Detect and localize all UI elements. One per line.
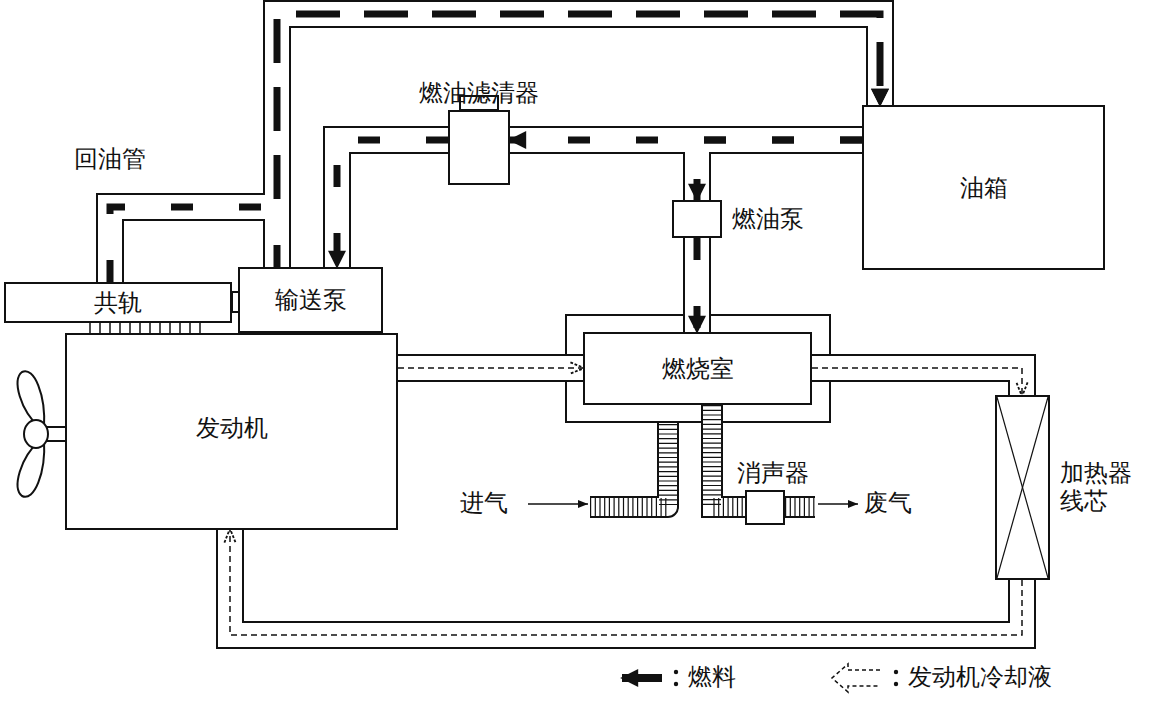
fuel-pipe (697, 140, 862, 200)
fuel-tank: 油箱 (862, 105, 1105, 270)
colon-dot (674, 670, 678, 674)
pipe-wall (337, 140, 448, 267)
node-label: 油箱 (960, 173, 1008, 202)
pipe-bore (697, 140, 862, 200)
colon-dot (674, 682, 678, 686)
node-label: 燃油滤清器 (419, 79, 539, 108)
pipe-wall (683, 238, 711, 332)
core-cross (997, 397, 1048, 578)
fuel-pipe (697, 238, 698, 332)
pipe-wall (712, 405, 745, 507)
pipe-wall (110, 14, 880, 282)
fuel-pipe (110, 14, 880, 282)
coolant-jacket (566, 315, 830, 422)
combustion-chamber: 燃烧室 (583, 332, 812, 405)
exhaust-duct (785, 507, 815, 508)
fuel-sample (622, 674, 662, 682)
fan (18, 371, 66, 497)
intake-duct (590, 423, 668, 507)
pipe-wall (812, 368, 1022, 395)
fuel-pipe (510, 140, 862, 141)
pipe-wall (230, 530, 1022, 635)
exhaust-pipe (712, 405, 745, 507)
fuel-pipe (337, 140, 448, 267)
exhaust-label: 废气 (862, 489, 914, 518)
coolant-pipe (230, 530, 1022, 635)
node-label: 加热器线芯 (1060, 459, 1134, 517)
node-label: 消声器 (737, 459, 809, 488)
node-label: 输送泵 (275, 286, 347, 315)
muffler: 消声器 (745, 490, 785, 525)
pipe-bore (337, 140, 448, 267)
pipe-bore (685, 238, 709, 332)
coolant-pipe (812, 368, 1022, 395)
pipe-bore (398, 356, 583, 380)
intake-label: 进气 (458, 489, 510, 518)
fuel-pipe (277, 14, 880, 267)
pipe-bore (230, 530, 1022, 635)
engine: 发动机 (65, 333, 398, 530)
pipe-wall (697, 140, 862, 200)
heater-core: 加热器线芯 (995, 395, 1050, 580)
pipe-bore (110, 14, 880, 282)
coolant-pipe (398, 368, 583, 369)
legend-text: 发动机冷却液 (906, 663, 1054, 692)
fuel-pump: 燃油泵 (672, 200, 722, 238)
feed-pump: 输送泵 (238, 267, 383, 333)
exhaust-arrow (818, 503, 858, 505)
node-label: 共轨 (94, 288, 142, 317)
node-label: 发动机 (196, 413, 268, 442)
common-rail: 共轨 (4, 282, 232, 323)
pipe-bore (277, 14, 880, 267)
node-label: 燃油泵 (732, 205, 804, 234)
pipe-wall (277, 14, 880, 267)
pipe-bore (812, 368, 1022, 395)
coolant-sample (832, 664, 880, 692)
node-label: 燃烧室 (662, 354, 734, 383)
legend-text: 燃料 (686, 663, 738, 692)
return-pipe-label: 回油管 (72, 145, 148, 174)
pipe-bore (712, 405, 745, 507)
colon-dot (894, 670, 898, 674)
intake-arrow (528, 503, 588, 505)
pipe-wall (398, 354, 583, 382)
colon-dot (894, 682, 898, 686)
fuel-filter: 燃油滤清器 (448, 110, 510, 185)
